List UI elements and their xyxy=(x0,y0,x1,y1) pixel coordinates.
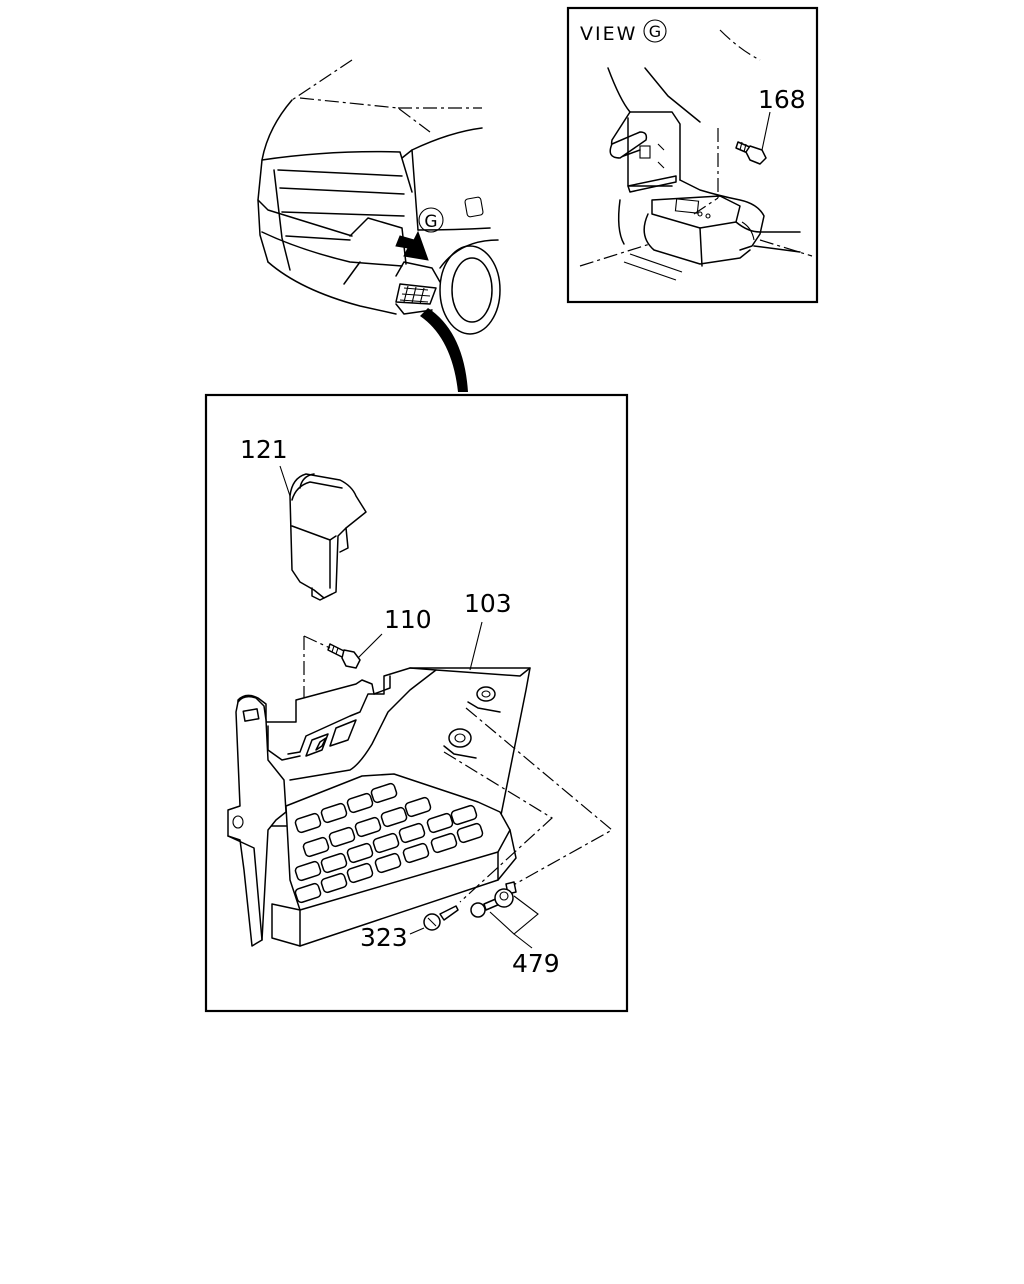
callout-103: 103 xyxy=(464,589,512,618)
tread-pattern xyxy=(294,782,484,904)
clip-479 xyxy=(470,881,517,918)
callout-323: 323 xyxy=(360,923,408,952)
screw-323 xyxy=(423,905,459,931)
callout-479: 479 xyxy=(512,949,560,978)
callout-121: 121 xyxy=(240,435,288,464)
view-arrow xyxy=(395,230,429,261)
detail-leader-arrow xyxy=(420,308,468,392)
view-g-frame xyxy=(566,6,819,304)
view-g-inset: VIEW G 168 xyxy=(566,6,819,304)
view-marker: G xyxy=(649,22,661,41)
truck-cab-overview: G xyxy=(257,59,501,392)
view-title: VIEW xyxy=(580,23,637,45)
callout-110: 110 xyxy=(384,605,432,634)
step-bracket-103 xyxy=(227,667,531,947)
callout-168: 168 xyxy=(758,85,806,114)
step-detail: 121 110 xyxy=(204,393,629,1013)
bolt-168 xyxy=(735,141,767,165)
cover-121 xyxy=(289,473,367,601)
truck-view-marker: G xyxy=(424,212,437,232)
